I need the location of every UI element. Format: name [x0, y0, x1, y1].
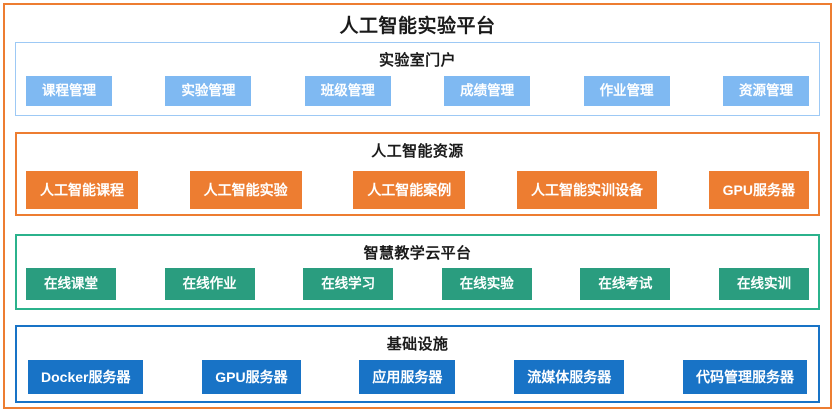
tile-experiment-management[interactable]: 实验管理 — [165, 76, 252, 106]
tile-online-exam[interactable]: 在线考试 — [580, 268, 671, 300]
tile-docker-server[interactable]: Docker服务器 — [28, 360, 144, 394]
layer-portal-title: 实验室门户 — [378, 52, 456, 69]
layer-infrastructure: 基础设施 Docker服务器 GPU服务器 应用服务器 流媒体服务器 代码管理服… — [15, 325, 820, 403]
layer-ai-resources: 人工智能资源 人工智能课程 人工智能实验 人工智能案例 人工智能实训设备 GPU… — [15, 132, 820, 216]
layer-infrastructure-title: 基础设施 — [386, 336, 449, 353]
layer-ai-resources-tiles: 人工智能课程 人工智能实验 人工智能案例 人工智能实训设备 GPU服务器 — [17, 171, 818, 209]
tile-grade-management[interactable]: 成绩管理 — [444, 76, 531, 106]
layer-cloud-teaching-title: 智慧教学云平台 — [363, 245, 472, 262]
tile-online-classroom[interactable]: 在线课堂 — [26, 268, 116, 300]
layer-ai-resources-title: 人工智能资源 — [371, 143, 464, 160]
tile-ai-gpu-server[interactable]: GPU服务器 — [708, 171, 809, 209]
tile-application-server[interactable]: 应用服务器 — [359, 360, 456, 394]
tile-ai-training-equipment[interactable]: 人工智能实训设备 — [516, 171, 657, 209]
layer-infrastructure-tiles: Docker服务器 GPU服务器 应用服务器 流媒体服务器 代码管理服务器 — [17, 360, 818, 394]
tile-ai-experiment[interactable]: 人工智能实验 — [189, 171, 302, 209]
tile-online-training[interactable]: 在线实训 — [718, 268, 809, 300]
tile-code-management-server[interactable]: 代码管理服务器 — [683, 360, 807, 394]
layer-cloud-teaching-tiles: 在线课堂 在线作业 在线学习 在线实验 在线考试 在线实训 — [17, 268, 818, 300]
tile-course-management[interactable]: 课程管理 — [26, 76, 112, 106]
tile-streaming-server[interactable]: 流媒体服务器 — [514, 360, 625, 394]
layer-cloud-teaching: 智慧教学云平台 在线课堂 在线作业 在线学习 在线实验 在线考试 在线实训 — [15, 234, 820, 310]
tile-class-management[interactable]: 班级管理 — [304, 76, 391, 106]
tile-gpu-server[interactable]: GPU服务器 — [202, 360, 301, 394]
page-title: 人工智能实验平台 — [339, 16, 496, 37]
tile-ai-course[interactable]: 人工智能课程 — [26, 171, 138, 209]
tile-homework-management[interactable]: 作业管理 — [583, 76, 670, 106]
architecture-diagram: 人工智能实验平台 实验室门户 课程管理 实验管理 班级管理 成绩管理 作业管理 … — [3, 3, 832, 409]
layer-portal: 实验室门户 课程管理 实验管理 班级管理 成绩管理 作业管理 资源管理 — [15, 42, 820, 116]
tile-online-learning[interactable]: 在线学习 — [303, 268, 394, 300]
tile-resource-management[interactable]: 资源管理 — [722, 76, 809, 106]
tile-ai-case[interactable]: 人工智能案例 — [353, 171, 466, 209]
layer-portal-tiles: 课程管理 实验管理 班级管理 成绩管理 作业管理 资源管理 — [16, 76, 819, 106]
tile-online-homework[interactable]: 在线作业 — [164, 268, 255, 300]
tile-online-experiment[interactable]: 在线实验 — [441, 268, 532, 300]
